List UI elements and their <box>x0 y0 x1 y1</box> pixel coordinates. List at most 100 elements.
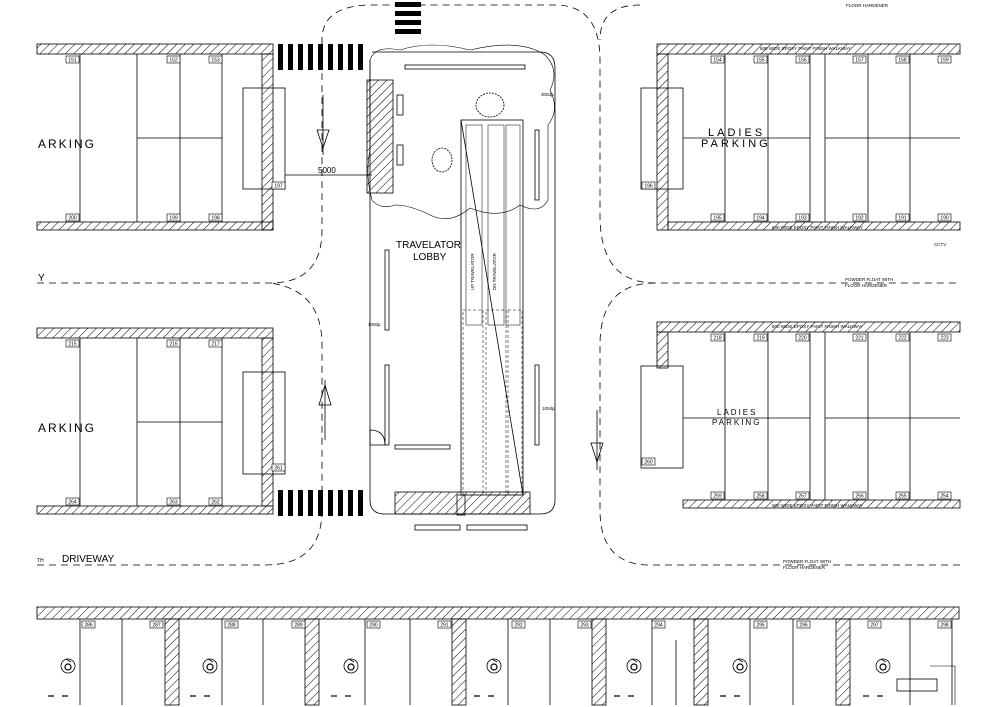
bay-number-tag: 295 <box>753 620 768 629</box>
walkway-note: 600 WIDE EPOXY PAINT FINISH WALKWAY <box>760 46 851 51</box>
bay-number-tag: 156 <box>795 55 810 64</box>
bay-number-tag: 221 <box>852 333 867 342</box>
wheelchair-icon <box>48 658 76 697</box>
driveway-label: DRIVEWAY <box>62 554 115 565</box>
bay-number: 152 <box>169 58 178 64</box>
bay-number-tag: 152 <box>166 55 181 64</box>
bay-number-tag: 259 <box>710 491 725 500</box>
bay-number-tag: 293 <box>577 620 592 629</box>
bay-number: 193 <box>798 216 807 222</box>
bay-number-tag: 291 <box>437 620 452 629</box>
bay-number: 262 <box>211 500 220 506</box>
parking-block-mid-left <box>36 327 286 515</box>
parking-label: ARKING <box>38 421 96 435</box>
bay-number-tag: 199 <box>166 213 181 222</box>
bay-number: 255 <box>898 494 907 500</box>
bay-number-tag: 154 <box>710 55 725 64</box>
labels: ARKING ARKING LADIES PARKING LADIES PARK… <box>37 3 946 570</box>
bay-number: 156 <box>798 58 807 64</box>
driveway-prefix: TH <box>37 558 44 564</box>
bay-number-tag: 192 <box>852 213 867 222</box>
bay-number: 159 <box>940 58 949 64</box>
bay-number: 215 <box>68 342 77 348</box>
tag-label: 300dp <box>541 92 554 97</box>
bay-number-tag: 217 <box>208 339 223 348</box>
bay-number-tag: 159 <box>937 55 952 64</box>
bay-number: 151 <box>68 58 77 64</box>
bay-number: 220 <box>798 336 807 342</box>
walkway-note: 600 WIDE EPOXY PAINT FINISH WALKWAY <box>772 225 863 230</box>
wheelchair-icon <box>190 658 218 697</box>
wheelchair-icon <box>474 658 502 697</box>
arrow-down-icon <box>316 95 330 155</box>
bay-number: 295 <box>756 623 765 629</box>
bay-number-tag: 195 <box>710 213 725 222</box>
bay-number: 199 <box>169 216 178 222</box>
parking-label: PARKING <box>701 138 771 150</box>
bay-number-tag: 155 <box>753 55 768 64</box>
bay-number: 296 <box>799 623 808 629</box>
bay-number-tag: 287 <box>149 620 164 629</box>
wheelchair-icon <box>614 658 642 697</box>
wheelchair-icon <box>720 658 748 697</box>
powder-float-note: POWDER FLOAT WITH <box>783 559 831 564</box>
bay-number-tag: 292 <box>511 620 526 629</box>
lobby-label-line1: TRAVELATOR <box>396 240 461 251</box>
bay-number: 286 <box>84 623 93 629</box>
drive-aisle-lines <box>37 4 960 566</box>
bay-number-tag: 200 <box>65 213 80 222</box>
bay-number: 195 <box>713 216 722 222</box>
floor-hardener-note: FLOOR HARDENER <box>846 3 889 8</box>
bay-number: 288 <box>227 623 236 629</box>
parking-block-mid-right <box>640 321 961 509</box>
bay-number-tag: 158 <box>895 55 910 64</box>
bay-number-tag: 197 <box>271 181 286 190</box>
bay-number: 219 <box>756 336 765 342</box>
bay-number-tag: 258 <box>753 491 768 500</box>
bay-number: 200 <box>68 216 77 222</box>
accessible-symbols <box>48 658 891 697</box>
lobby-label-line2: LOBBY <box>413 252 447 263</box>
bay-number: 263 <box>169 500 178 506</box>
bay-number-tag: 255 <box>895 491 910 500</box>
bay-number-tag: 194 <box>753 213 768 222</box>
bay-number-tag: 298 <box>937 620 952 629</box>
parking-block-top-left <box>36 43 286 231</box>
bay-number-tag: 290 <box>366 620 381 629</box>
parking-label: PARKING <box>712 418 761 427</box>
bay-number-tag: 288 <box>224 620 239 629</box>
wheelchair-icon <box>331 658 359 697</box>
bay-number: 290 <box>369 623 378 629</box>
bay-number-tag: 193 <box>795 213 810 222</box>
arrow-up-icon <box>318 380 332 440</box>
bay-number: 259 <box>713 494 722 500</box>
bay-number-tag: 222 <box>895 333 910 342</box>
bay-number-tag: 260 <box>641 457 656 466</box>
bay-number-tag: 263 <box>166 497 181 506</box>
bay-number-tag: 151 <box>65 55 80 64</box>
bay-number: 287 <box>152 623 161 629</box>
bay-number-tag: 153 <box>208 55 223 64</box>
bay-number-tag: 223 <box>937 333 952 342</box>
bay-number: 292 <box>514 623 523 629</box>
wheelchair-icon <box>863 658 891 697</box>
bay-number: 216 <box>169 342 178 348</box>
dimension-label: 5000 <box>318 166 336 175</box>
powder-float-note: POWDER FLOAT WITH <box>845 277 893 282</box>
zebra-crossing-top <box>278 2 421 70</box>
bay-number-tag: 257 <box>795 491 810 500</box>
walkway-note: 600 WIDE EPOXY PAINT FINISH WALKWAY <box>772 324 863 329</box>
bay-number: 158 <box>898 58 907 64</box>
bay-number-tag: 190 <box>937 213 952 222</box>
bay-number-tag: 198 <box>208 213 223 222</box>
floor-hardener-note: FLOOR HARDENER <box>845 283 888 288</box>
bay-number: 194 <box>756 216 765 222</box>
bay-number: 289 <box>294 623 303 629</box>
tag-label: 100dp <box>542 406 555 411</box>
zebra-crossing-bottom <box>278 490 363 516</box>
bay-number: 261 <box>274 466 283 472</box>
bay-number-tag: 296 <box>796 620 811 629</box>
bay-number: 154 <box>713 58 722 64</box>
